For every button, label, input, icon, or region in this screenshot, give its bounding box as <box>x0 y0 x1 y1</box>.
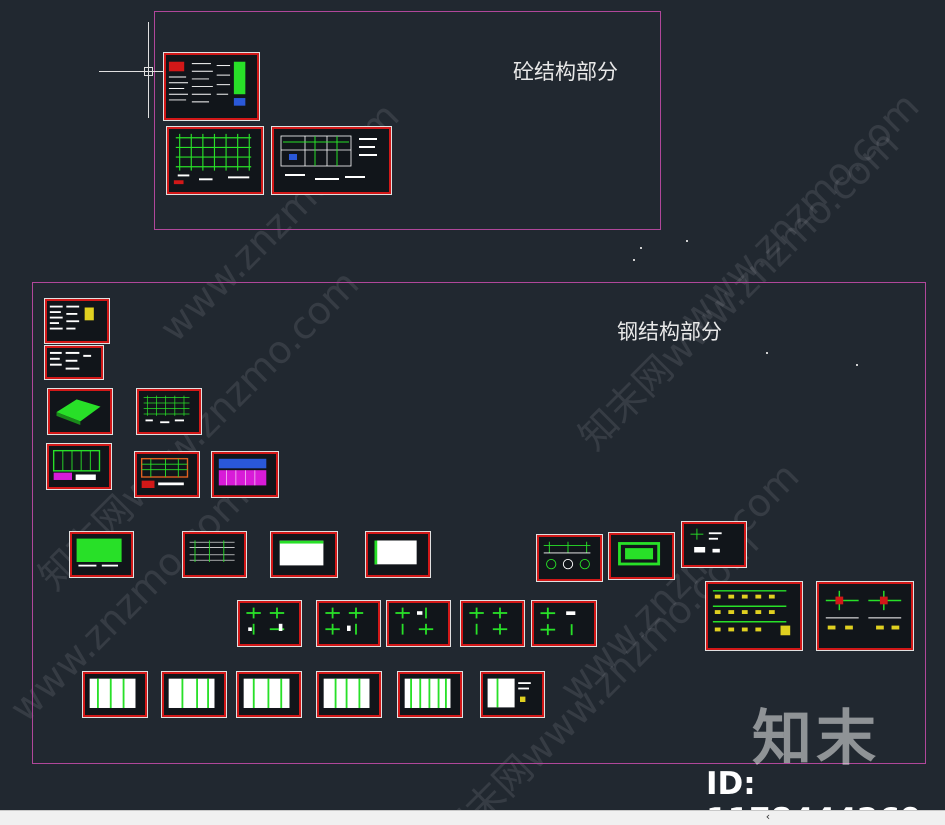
sheet-content <box>395 607 434 635</box>
drawing-sheet[interactable] <box>608 532 675 580</box>
crosshair-horizontal <box>99 71 195 72</box>
sheet-content <box>825 590 902 630</box>
sheet-content <box>540 607 576 636</box>
drawing-sheet[interactable] <box>316 671 382 718</box>
drawing-sheet[interactable] <box>365 531 431 578</box>
drawing-sheet[interactable] <box>136 388 202 435</box>
sheet-content <box>140 457 189 488</box>
sheet-content <box>52 449 101 480</box>
scroll-left-icon[interactable]: ‹ <box>765 810 771 823</box>
drawing-sheet[interactable] <box>44 298 110 344</box>
sheet-content <box>280 135 377 180</box>
drawing-sheet[interactable] <box>236 671 302 718</box>
drawing-sheet[interactable] <box>161 671 227 718</box>
drawing-sheet[interactable] <box>211 451 279 498</box>
drawing-point <box>856 364 858 366</box>
drawing-sheet[interactable] <box>82 671 148 718</box>
drawing-sheet[interactable] <box>531 600 597 647</box>
watermark-logo: 知末 <box>752 704 880 774</box>
sheet-content <box>143 395 190 424</box>
sheet-content <box>690 528 722 553</box>
drawing-sheet[interactable] <box>316 600 381 647</box>
drawing-sheet[interactable] <box>182 531 247 578</box>
sheet-content <box>168 61 246 106</box>
drawing-sheet[interactable] <box>705 581 803 651</box>
sheet-content <box>487 678 531 708</box>
sheet-content <box>173 133 252 185</box>
drawing-sheet[interactable] <box>163 52 260 121</box>
drawing-sheet[interactable] <box>536 534 603 582</box>
sheet-content <box>325 607 364 635</box>
drawing-sheet[interactable] <box>480 671 545 718</box>
sheet-content <box>404 678 451 708</box>
steel-section-label: 钢结构部分 <box>617 320 722 344</box>
drawing-sheet[interactable] <box>386 600 451 647</box>
sheet-content <box>246 607 285 635</box>
concrete-section-label: 砼结构部分 <box>513 60 618 84</box>
drawing-point <box>633 259 635 261</box>
drawing-point <box>686 240 688 242</box>
drawing-sheet[interactable] <box>69 531 134 578</box>
sheet-content <box>323 678 370 708</box>
sheet-content <box>168 678 215 708</box>
drawing-sheet[interactable] <box>47 388 113 435</box>
horizontal-scrollbar[interactable] <box>0 810 945 825</box>
sheet-content <box>189 540 235 562</box>
steel-section-frame <box>32 282 926 764</box>
drawing-sheet[interactable] <box>681 521 747 568</box>
drawing-point <box>766 352 768 354</box>
drawing-sheet[interactable] <box>271 126 392 195</box>
drawing-sheet[interactable] <box>46 443 112 490</box>
drawing-sheet[interactable] <box>166 126 264 195</box>
drawing-sheet[interactable] <box>134 451 200 498</box>
sheet-content <box>49 351 92 370</box>
sheet-content <box>218 458 267 486</box>
sheet-content <box>618 542 661 566</box>
sheet-content <box>374 540 417 565</box>
drawing-sheet[interactable] <box>460 600 525 647</box>
crosshair-pickbox <box>144 67 153 76</box>
drawing-sheet[interactable] <box>270 531 338 578</box>
sheet-content <box>469 607 508 635</box>
sheet-content <box>543 541 591 570</box>
sheet-content <box>712 590 791 636</box>
sheet-content <box>56 399 101 425</box>
sheet-content <box>49 305 94 330</box>
sheet-content <box>89 678 136 708</box>
drawing-sheet[interactable] <box>397 671 463 718</box>
sheet-content <box>243 678 290 708</box>
drawing-sheet[interactable] <box>237 600 302 647</box>
drawing-sheet[interactable] <box>816 581 914 651</box>
drawing-point <box>640 247 642 249</box>
crosshair-vertical <box>148 22 149 118</box>
drawing-sheet[interactable] <box>44 345 104 380</box>
watermark-id: ID: 1178444269 <box>706 766 922 810</box>
sheet-content <box>76 538 122 567</box>
sheet-content <box>279 540 324 566</box>
concrete-section-frame <box>154 11 661 230</box>
